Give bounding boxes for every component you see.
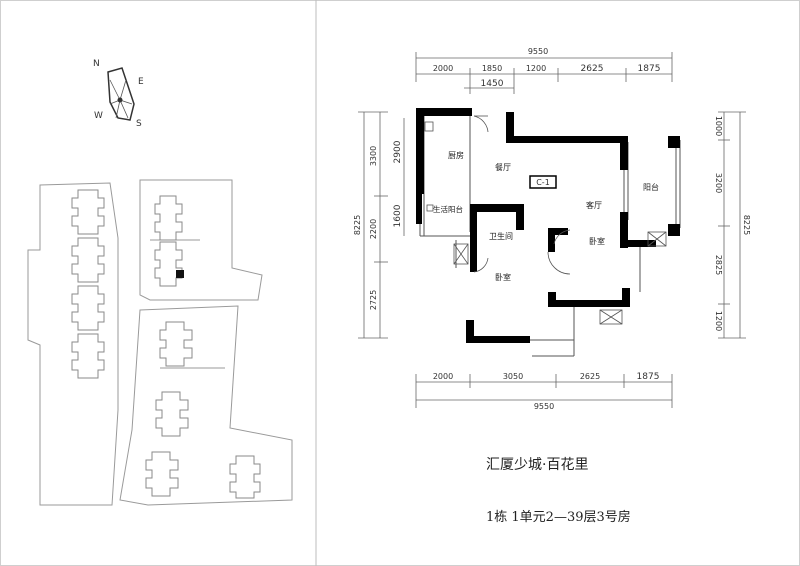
dim-top-d: 2625 bbox=[581, 64, 604, 74]
unit-description: 1栋 1单元2—39层3号房 bbox=[486, 509, 631, 525]
room-label-kitchen: 厨房 bbox=[448, 150, 464, 160]
ac-unit bbox=[453, 243, 469, 265]
room-label-bedroom-left: 卧室 bbox=[495, 272, 511, 282]
building-footprint bbox=[71, 237, 105, 283]
wall bbox=[416, 194, 422, 224]
wall bbox=[470, 204, 477, 272]
room-label-utility-balcony: 生活阳台 bbox=[433, 204, 463, 214]
wall bbox=[506, 136, 626, 143]
dimension-lines bbox=[358, 52, 746, 408]
wall bbox=[506, 112, 514, 142]
dim-top-e: 1875 bbox=[638, 64, 661, 74]
wall bbox=[548, 228, 568, 235]
site-buildings bbox=[71, 189, 261, 499]
site-parcel-south bbox=[119, 305, 293, 506]
dim-bottom-d: 1875 bbox=[637, 372, 660, 382]
compass-s-label: S bbox=[136, 119, 142, 129]
fixtures bbox=[424, 121, 667, 325]
wall bbox=[416, 108, 424, 194]
kitchen-fixture bbox=[424, 121, 434, 132]
dim-bottom-b: 3050 bbox=[503, 372, 523, 381]
doors bbox=[473, 115, 571, 275]
room-label-bathroom: 卫生间 bbox=[489, 231, 513, 241]
dim-right-b: 3200 bbox=[714, 173, 723, 193]
building-footprint bbox=[145, 451, 179, 497]
wall bbox=[548, 292, 556, 306]
wall bbox=[548, 300, 630, 307]
building-footprint bbox=[71, 189, 105, 235]
site-plan bbox=[27, 179, 293, 506]
dim-left-total: 8225 bbox=[353, 215, 362, 235]
dim-left-inner-a: 2900 bbox=[393, 140, 403, 163]
dim-left-a: 3300 bbox=[369, 146, 378, 166]
door-swing bbox=[473, 257, 489, 273]
dim-bottom-c: 2625 bbox=[580, 372, 600, 381]
dim-right-a: 1000 bbox=[714, 116, 723, 136]
building-footprint bbox=[71, 333, 105, 379]
dim-bottom-total: 9550 bbox=[534, 402, 554, 411]
building-footprint bbox=[71, 285, 105, 331]
door-swing bbox=[547, 251, 571, 275]
wall bbox=[548, 228, 555, 252]
wall bbox=[622, 288, 630, 307]
wall bbox=[620, 240, 656, 247]
dim-top-sub: 1450 bbox=[481, 79, 504, 89]
utility-fixture bbox=[426, 204, 434, 212]
room-label-bedroom-right: 卧室 bbox=[589, 236, 605, 246]
building-footprint bbox=[155, 391, 189, 437]
floor-plan: C-1 厨房 餐厅 客厅 阳台 生活阳台 卫生间 卧室 卧室 bbox=[416, 108, 681, 357]
wall bbox=[668, 136, 680, 148]
structural-walls bbox=[416, 108, 680, 343]
wall bbox=[466, 320, 474, 342]
wall bbox=[668, 224, 680, 236]
wall bbox=[620, 136, 628, 170]
compass-rose-outline bbox=[107, 67, 135, 121]
project-name: 汇厦少城·百花里 bbox=[486, 457, 588, 473]
building-footprint bbox=[154, 195, 183, 241]
site-parcel-north bbox=[139, 179, 263, 301]
dim-left-inner-b: 1600 bbox=[393, 204, 403, 227]
compass-e-label: E bbox=[138, 77, 144, 87]
room-label-living: 客厅 bbox=[586, 200, 602, 210]
dim-right-d: 1200 bbox=[714, 311, 723, 331]
dim-top-total: 9550 bbox=[528, 47, 548, 56]
wall bbox=[516, 204, 524, 230]
wall bbox=[620, 212, 628, 248]
compass-w-label: W bbox=[94, 111, 103, 121]
door-swing bbox=[473, 115, 489, 133]
dim-top-c: 1200 bbox=[526, 64, 546, 73]
wall bbox=[416, 108, 472, 116]
compass-n-label: N bbox=[93, 59, 100, 69]
site-parcel-west bbox=[27, 182, 119, 506]
wall bbox=[470, 204, 524, 212]
room-label-balcony: 阳台 bbox=[643, 182, 659, 192]
dim-left-b: 2200 bbox=[369, 219, 378, 239]
building-footprint bbox=[154, 241, 183, 287]
building-footprint bbox=[229, 455, 261, 499]
dim-right-c: 2825 bbox=[714, 255, 723, 275]
dim-bottom-a: 2000 bbox=[433, 372, 453, 381]
wall bbox=[466, 336, 530, 343]
dim-top-b: 1850 bbox=[482, 64, 502, 73]
door-swing bbox=[553, 229, 571, 245]
current-unit-marker bbox=[176, 270, 184, 278]
dim-top-a: 2000 bbox=[433, 64, 453, 73]
dim-right-total: 8225 bbox=[742, 215, 751, 235]
dim-left-c: 2725 bbox=[369, 290, 378, 310]
unit-tag-box bbox=[529, 175, 557, 189]
compass-center bbox=[117, 97, 123, 103]
room-label-dining: 餐厅 bbox=[495, 163, 511, 172]
ac-unit bbox=[599, 309, 623, 325]
building-footprint bbox=[159, 321, 193, 367]
compass: N E S W bbox=[93, 59, 144, 129]
unit-tag: C-1 bbox=[536, 178, 550, 187]
ac-unit bbox=[647, 231, 667, 247]
dimension-labels: 9550 2000 1850 1200 2625 1875 1450 2000 … bbox=[353, 47, 751, 411]
